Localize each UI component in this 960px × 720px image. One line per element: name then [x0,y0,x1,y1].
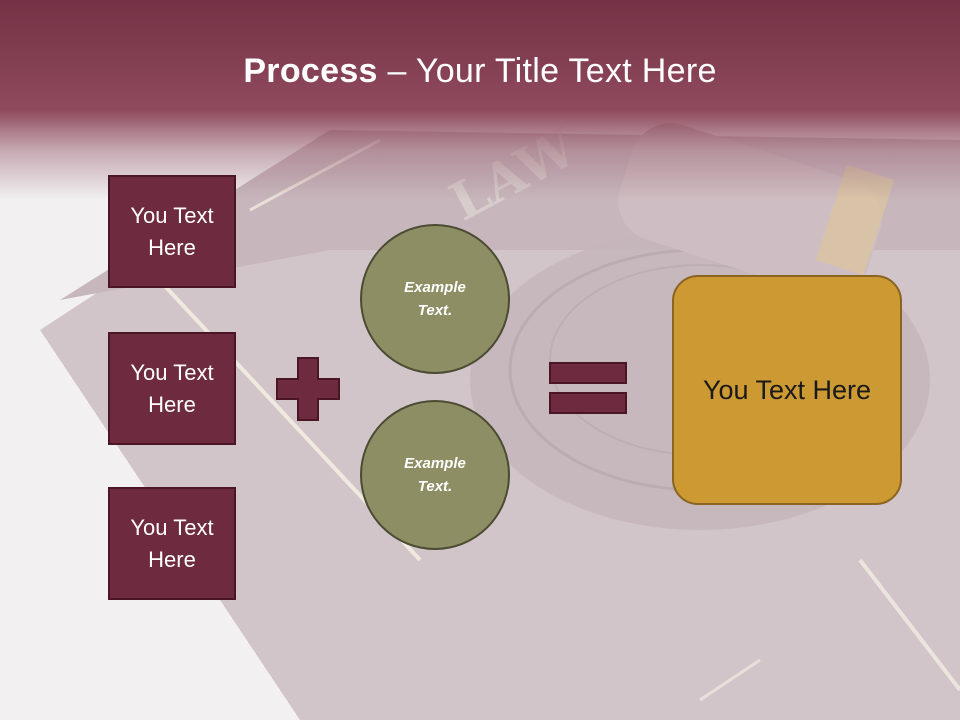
side-box-3[interactable]: You Text Here [108,487,236,600]
slide-title: Process – Your Title Text Here [0,52,960,91]
header-band [0,0,960,200]
result-box-label: You Text Here [702,374,872,405]
plus-icon [276,357,340,421]
example-circle-1[interactable]: Example Text. [360,224,510,374]
side-box-2-label: You Text Here [130,359,214,417]
example-circle-2[interactable]: Example Text. [360,400,510,550]
example-circle-1-label: Example Text. [404,279,466,319]
side-box-2[interactable]: You Text Here [108,332,236,445]
side-box-1-label: You Text Here [130,202,214,260]
title-rest-part: – Your Title Text Here [377,52,717,90]
result-box[interactable]: You Text Here [672,275,902,505]
example-circle-2-label: Example Text. [404,455,466,495]
title-bold-part: Process [243,52,378,90]
side-box-3-label: You Text Here [130,514,214,572]
side-box-1[interactable]: You Text Here [108,175,236,288]
equals-icon [549,362,627,414]
